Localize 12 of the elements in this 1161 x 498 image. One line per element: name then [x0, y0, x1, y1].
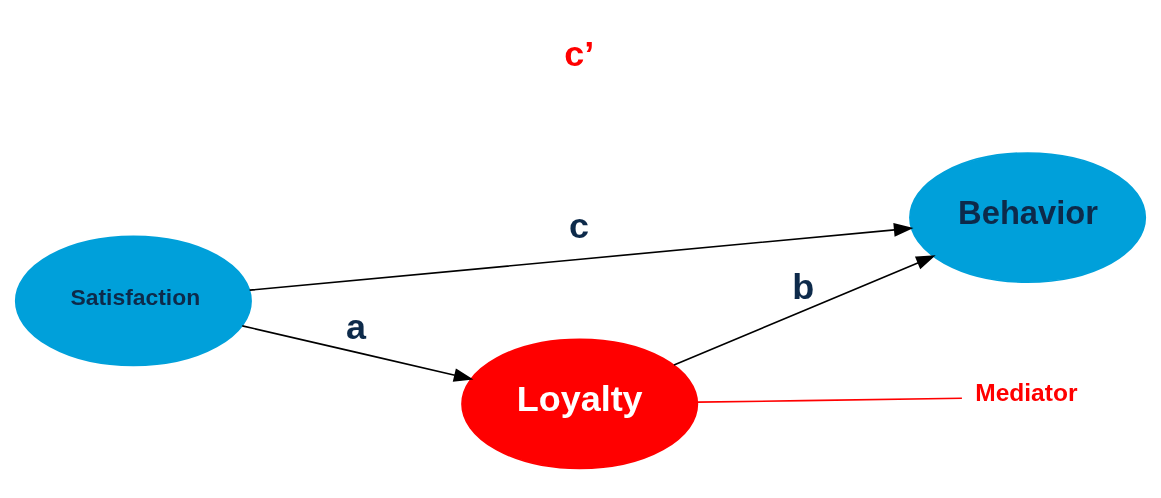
node-text: Mediator [975, 379, 1078, 407]
edge-label: c [569, 205, 590, 247]
connector [696, 397, 963, 403]
arrow [241, 325, 474, 382]
edge-label: b [792, 265, 815, 307]
node-ellipse: Behavior [909, 152, 1147, 283]
node-ellipse: Satisfaction [14, 235, 252, 367]
node-ellipse: Loyalty [461, 338, 699, 470]
arrow [673, 255, 936, 366]
arrow [248, 223, 914, 291]
edge-label: a [345, 306, 366, 348]
label: c’ [564, 33, 595, 75]
